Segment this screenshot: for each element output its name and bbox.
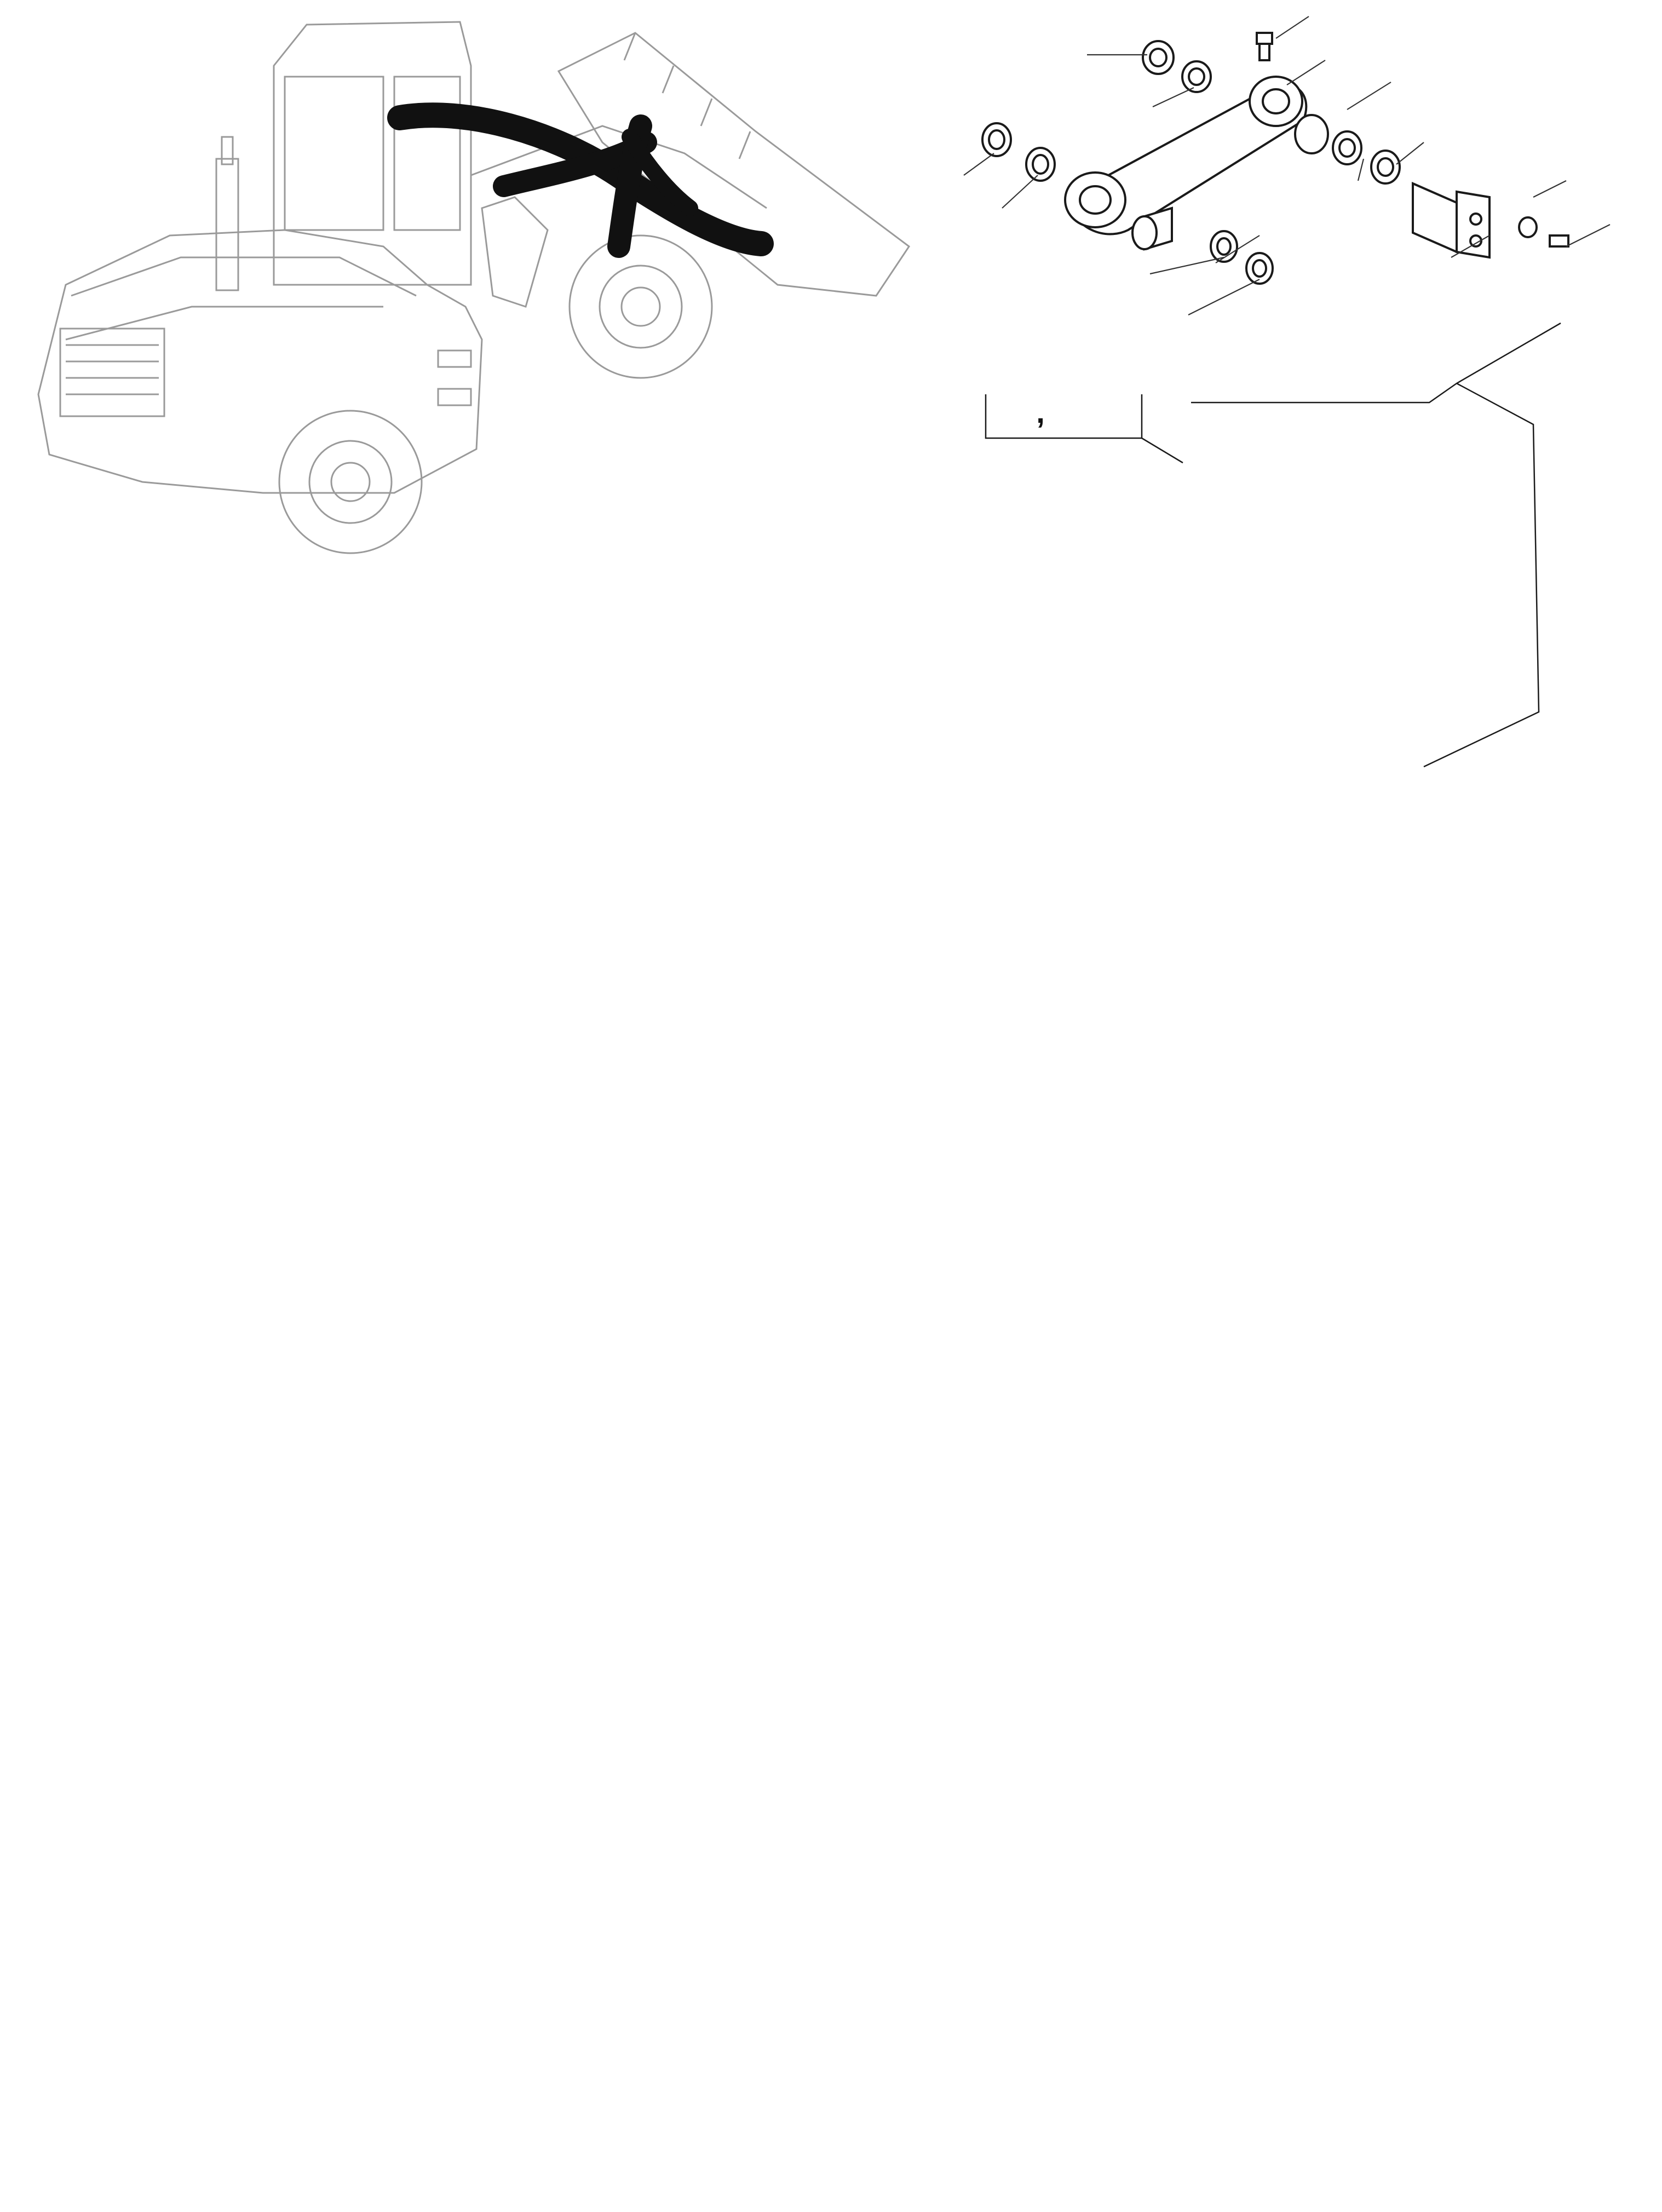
callout-box-text: , (1036, 395, 1045, 429)
scribble-marks (387, 102, 774, 258)
wheel-loader-illustration (37, 21, 911, 554)
callout-bracket (985, 322, 1561, 768)
upper-link-exploded (963, 16, 1611, 315)
